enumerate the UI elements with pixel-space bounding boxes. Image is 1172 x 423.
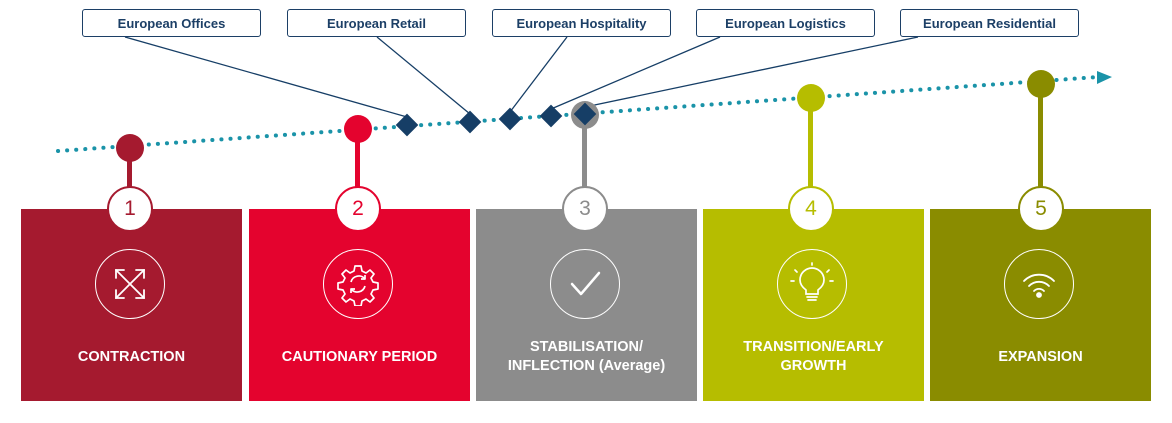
label-text: European Residential (923, 15, 1056, 31)
wifi-signal-icon (1004, 249, 1074, 319)
leader-line-residential (584, 36, 919, 108)
label-text: European Retail (327, 15, 426, 31)
stage-panel-expansion: EXPANSION (930, 209, 1151, 401)
trend-line (56, 75, 1100, 153)
stage-number-text: 3 (579, 197, 591, 220)
marker-retail (458, 110, 482, 134)
marker-logistics (539, 104, 563, 128)
stage-panel-transition: TRANSITION/EARLY GROWTH (703, 209, 924, 401)
arrows-expand-icon (95, 249, 165, 319)
label-text: European Offices (117, 15, 226, 31)
stage-panel-contraction: CONTRACTION (21, 209, 242, 401)
stage-number-5: 5 (1018, 186, 1064, 232)
stage-2-dot (344, 115, 372, 143)
leader-line-offices (124, 36, 408, 118)
stage-number-3: 3 (562, 186, 608, 232)
stage-3-stem (582, 113, 587, 188)
checkmark-icon (550, 249, 620, 319)
trend-arrowhead (1097, 71, 1112, 84)
stage-number-2: 2 (335, 186, 381, 232)
label-european-offices: European Offices (82, 9, 261, 37)
label-european-logistics: European Logistics (696, 9, 875, 37)
stage-title: STABILISATION/ INFLECTION (Average) (507, 339, 666, 374)
stage-2-stem (355, 128, 360, 188)
leader-line-hospitality (509, 36, 568, 113)
label-text: European Hospitality (516, 15, 647, 31)
leader-line-retail (376, 36, 471, 115)
stage-5-dot (1027, 70, 1055, 98)
label-european-hospitality: European Hospitality (492, 9, 671, 37)
stage-title: CONTRACTION (77, 348, 186, 365)
lightbulb-icon (777, 249, 847, 319)
stage-panel-stabilisation: STABILISATION/ INFLECTION (Average) (476, 209, 697, 401)
marker-residential (573, 102, 597, 126)
stage-number-text: 1 (124, 197, 136, 220)
stage-number-4: 4 (788, 186, 834, 232)
label-european-residential: European Residential (900, 9, 1079, 37)
gear-refresh-icon (323, 249, 393, 319)
stage-number-text: 5 (1035, 197, 1047, 220)
stage-number-text: 2 (352, 197, 364, 220)
label-european-retail: European Retail (287, 9, 466, 37)
stage-4-dot (797, 84, 825, 112)
label-text: European Logistics (725, 15, 846, 31)
stage-1-stem (127, 146, 132, 188)
stage-title: CAUTIONARY PERIOD (281, 348, 438, 365)
stage-1-dot (116, 134, 144, 162)
leader-line-logistics (550, 36, 721, 110)
marker-hospitality (498, 107, 522, 131)
stage-4-stem (808, 101, 813, 188)
stage-title: EXPANSION (998, 348, 1083, 365)
stage-title: TRANSITION/EARLY GROWTH (743, 339, 884, 374)
stage-number-text: 4 (805, 197, 817, 220)
stage-panel-cautionary: CAUTIONARY PERIOD (249, 209, 470, 401)
stage-5-stem (1038, 85, 1043, 188)
stage-number-1: 1 (107, 186, 153, 232)
